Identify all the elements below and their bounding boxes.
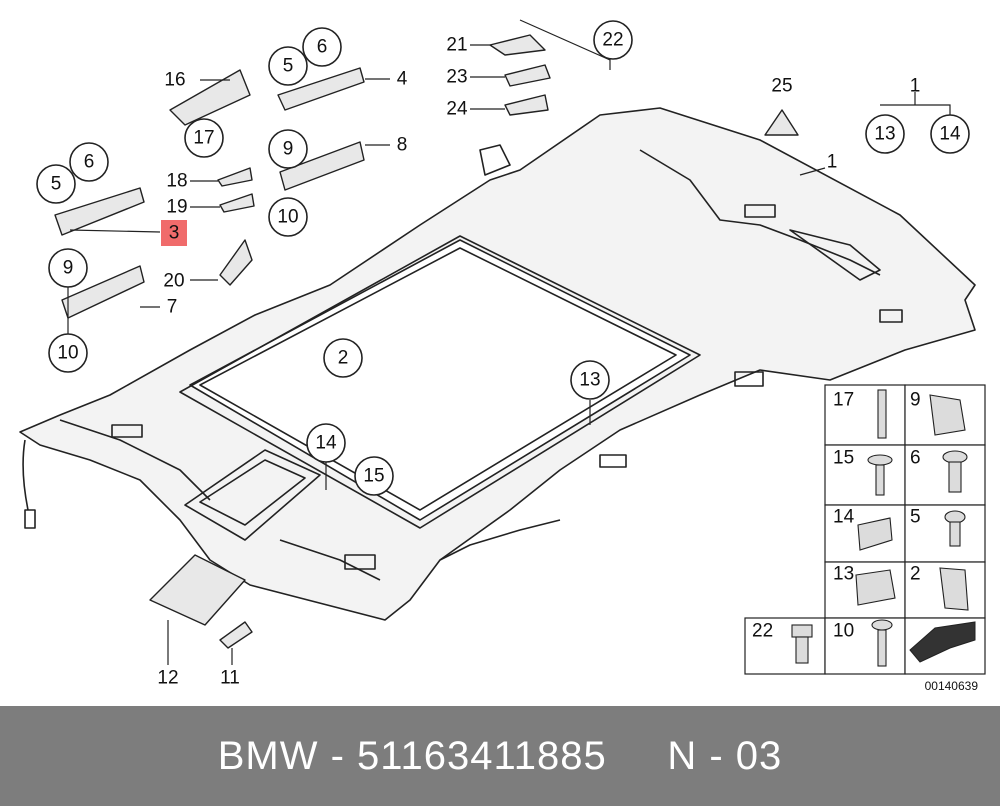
arrow-icon [909, 621, 976, 663]
leader-lines [67, 19, 951, 665]
legend-grid: 17 9 15 6 14 5 13 2 22 10 00140639 [744, 384, 986, 693]
callout-1: 1 [827, 152, 838, 173]
callout-9-top: 9 [283, 139, 294, 160]
legend-6: 6 [910, 448, 921, 469]
callout-6-left: 6 [84, 152, 95, 173]
callout-9-left: 9 [63, 258, 74, 279]
callout-2: 2 [338, 348, 349, 369]
callout-13-center: 13 [579, 370, 600, 391]
legend-14: 14 [833, 507, 855, 528]
callout-1-group: 1 [910, 76, 921, 97]
part-sketches [54, 34, 799, 649]
callout-labels: 22 5 6 17 9 10 5 6 9 10 13 14 2 13 14 15… [51, 30, 961, 689]
callout-23: 23 [446, 67, 467, 88]
callout-11: 11 [220, 668, 240, 689]
callout-12: 12 [157, 668, 178, 689]
legend-5: 5 [910, 507, 921, 528]
part-number-caption: BMW - 51163411885 N - 03 [217, 734, 783, 778]
callout-22: 22 [602, 30, 623, 51]
callout-3: 3 [169, 223, 180, 244]
legend-13: 13 [833, 564, 854, 585]
figure-code: 00140639 [925, 679, 979, 693]
callout-13-right: 13 [874, 124, 895, 145]
footer-bar: BMW - 51163411885 N - 03 [0, 706, 1000, 806]
callout-10-left: 10 [57, 343, 78, 364]
callout-14-center: 14 [315, 433, 337, 454]
parts-diagram: 22 5 6 17 9 10 5 6 9 10 13 14 2 13 14 15… [19, 19, 986, 693]
highlight-marker [161, 220, 187, 246]
callout-25: 25 [771, 76, 792, 97]
callout-circles [36, 20, 970, 496]
callout-20: 20 [163, 271, 184, 292]
callout-24: 24 [446, 99, 468, 120]
legend-9: 9 [910, 390, 921, 411]
legend-10: 10 [833, 621, 854, 642]
callout-5-left: 5 [51, 174, 62, 195]
callout-6-top: 6 [317, 37, 328, 58]
callout-15: 15 [363, 466, 384, 487]
callout-21: 21 [446, 35, 467, 56]
callout-19: 19 [166, 197, 187, 218]
callout-16: 16 [164, 70, 185, 91]
callout-4: 4 [397, 69, 408, 90]
callout-5-top: 5 [283, 56, 294, 77]
callout-17: 17 [193, 128, 214, 149]
callout-14-right: 14 [939, 124, 961, 145]
callout-8: 8 [397, 135, 408, 156]
legend-17: 17 [833, 390, 854, 411]
legend-22: 22 [752, 621, 773, 642]
callout-7: 7 [167, 297, 178, 318]
callout-10-top: 10 [277, 207, 298, 228]
legend-15: 15 [833, 448, 854, 469]
callout-18: 18 [166, 171, 187, 192]
legend-2: 2 [910, 564, 921, 585]
